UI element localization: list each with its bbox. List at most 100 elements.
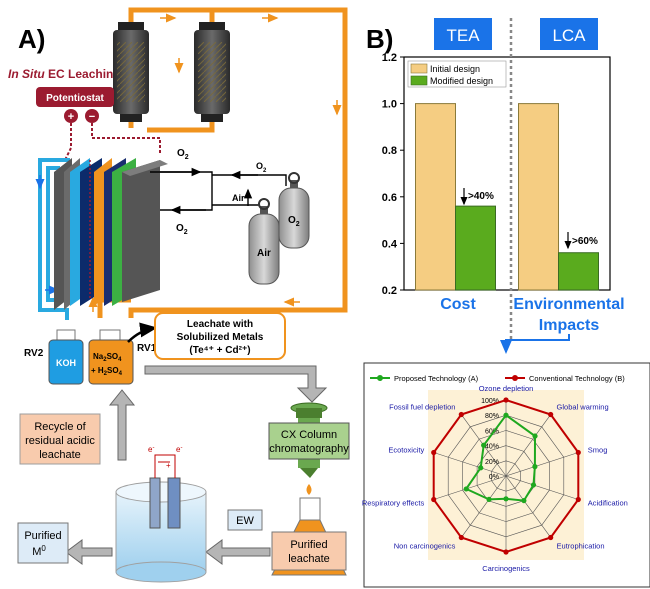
plus-terminal-label: +: [68, 111, 74, 123]
radar-point-1-9: [458, 411, 464, 418]
radar-point-1-2: [575, 449, 581, 456]
purified-leachate-line2: leachate: [288, 553, 330, 565]
bar-y-tick-label: 0.2: [382, 285, 397, 297]
gray-flow-arrows: [65, 365, 328, 565]
radar-axis-label: Eutrophication: [557, 542, 605, 551]
radar-marks: [431, 397, 581, 555]
radar-tick-label: 100%: [481, 398, 499, 405]
radar-axis-label: Acidification: [588, 499, 628, 508]
radar-spoke: [505, 414, 551, 477]
potentiostat-label: Potentiostat: [46, 93, 104, 104]
radar-tick-label: 40%: [485, 444, 499, 451]
radar-point-1-3: [575, 496, 581, 503]
air-line-label: Air: [232, 193, 245, 203]
purified-m-box: [17, 522, 69, 564]
env-category-label-1: Environmental: [513, 296, 624, 313]
minus-terminal: [85, 109, 99, 123]
radar-point-0-5: [503, 496, 509, 502]
h2so4-label: + H2SO4: [91, 366, 123, 377]
air-cylinder: [248, 198, 280, 285]
radar-axis-label: Ozone depletion: [479, 384, 534, 393]
radar-spoke: [505, 475, 579, 500]
radar-spoke: [461, 475, 507, 538]
radar-spoke: [505, 452, 579, 477]
ec-cell-stack: [54, 158, 168, 310]
radar-spoke: [433, 452, 507, 477]
o2-cylinder-label: O2: [288, 215, 300, 228]
radar-point-0-0: [503, 412, 509, 418]
bar-modified-1: [558, 252, 599, 291]
radar-spoke: [433, 475, 507, 500]
bar-modified-0: [455, 205, 496, 291]
filter-column-1: [113, 22, 149, 122]
bar-y-axis: 0.20.40.60.81.01.2: [382, 52, 404, 297]
plus-terminal: [64, 109, 78, 123]
recycle-box: [19, 413, 101, 465]
leachate-callout-box: [154, 312, 286, 360]
radar-point-1-8: [431, 449, 437, 456]
o2-tank-line-label: O2: [256, 161, 267, 174]
ec-leaching-title: In Situ EC Leaching: [8, 67, 121, 81]
radar-tick-label: 80%: [485, 413, 499, 420]
cost-category-label: Cost: [440, 296, 476, 313]
cx-line1: CX Column: [281, 429, 337, 441]
recycle-line3: leachate: [39, 449, 81, 461]
gas-lines: [150, 167, 287, 215]
radar-tick-label: 20%: [485, 459, 499, 466]
bar-y-tick-label: 0.8: [382, 145, 397, 157]
radar-tick-label: 60%: [485, 428, 499, 435]
potentiostat-box: [36, 87, 114, 107]
ew-label: EW: [236, 515, 254, 527]
panel-b-label: B): [366, 24, 393, 54]
ew-box: [227, 509, 263, 531]
potentiostat-wires: [64, 123, 161, 161]
env-reduction-label: >60%: [572, 236, 598, 247]
koh-label: KOH: [56, 358, 76, 368]
radar-axis-label: Non carcinogenics: [394, 542, 456, 551]
radar-point-1-6: [458, 534, 464, 541]
rv1-label: RV1: [137, 343, 157, 354]
radar-point-0-2: [532, 464, 538, 470]
lca-tag-label: LCA: [552, 26, 586, 45]
bar-legend: [407, 60, 507, 88]
rv2-label: RV2: [24, 348, 44, 359]
electron-left: e-: [148, 445, 154, 454]
radar-point-1-7: [431, 496, 437, 503]
leachate-line2: Solubilized Metals: [177, 332, 264, 343]
leachate-callout-arrow: [127, 322, 158, 343]
recycle-line2: residual acidic: [25, 435, 95, 447]
bar-y-tick-label: 0.4: [382, 238, 398, 250]
radar-axis-label: Carcinogenics: [482, 564, 530, 573]
radar-point-0-3: [530, 482, 537, 488]
radar-legend-conventional: Conventional Technology (B): [529, 374, 625, 383]
tea-tag: [434, 18, 492, 50]
cx-box: [268, 422, 350, 460]
electron-right: e-: [176, 445, 182, 454]
radar-tick-label: 0%: [489, 474, 499, 481]
radar-point-1-1: [548, 411, 554, 418]
recycle-line1: Recycle of: [34, 421, 86, 433]
bar-legend-modified: Modified design: [430, 76, 493, 86]
radar-point-0-1: [532, 433, 538, 439]
o2-cylinder: [278, 172, 310, 249]
radar-axis-label: Global warming: [557, 402, 609, 411]
radar-axis-label: Smog: [588, 445, 608, 454]
cost-reduction-label: >40%: [468, 191, 494, 202]
o2-out-label: O2: [177, 148, 189, 161]
leachate-line3: (Te⁴⁺ + Cd²⁺): [189, 345, 250, 356]
radar-axis-label: Respiratory effects: [362, 499, 425, 508]
bar-initial-0: [415, 103, 456, 291]
radar-point-0-8: [478, 465, 484, 471]
cell-plus-label: +: [166, 461, 171, 470]
radar-legend-proposed: Proposed Technology (A): [394, 374, 479, 383]
na2so4-label: Na2SO4: [93, 352, 122, 363]
panel-a-label: A): [18, 24, 45, 54]
purified-leachate-box: [271, 531, 347, 571]
purified-leachate-line1: Purified: [290, 539, 327, 551]
radar-point-1-0: [503, 397, 509, 403]
rv2-reservoir: [48, 329, 84, 385]
radar-point-0-4: [521, 497, 527, 504]
radar-point-1-4: [548, 534, 554, 541]
